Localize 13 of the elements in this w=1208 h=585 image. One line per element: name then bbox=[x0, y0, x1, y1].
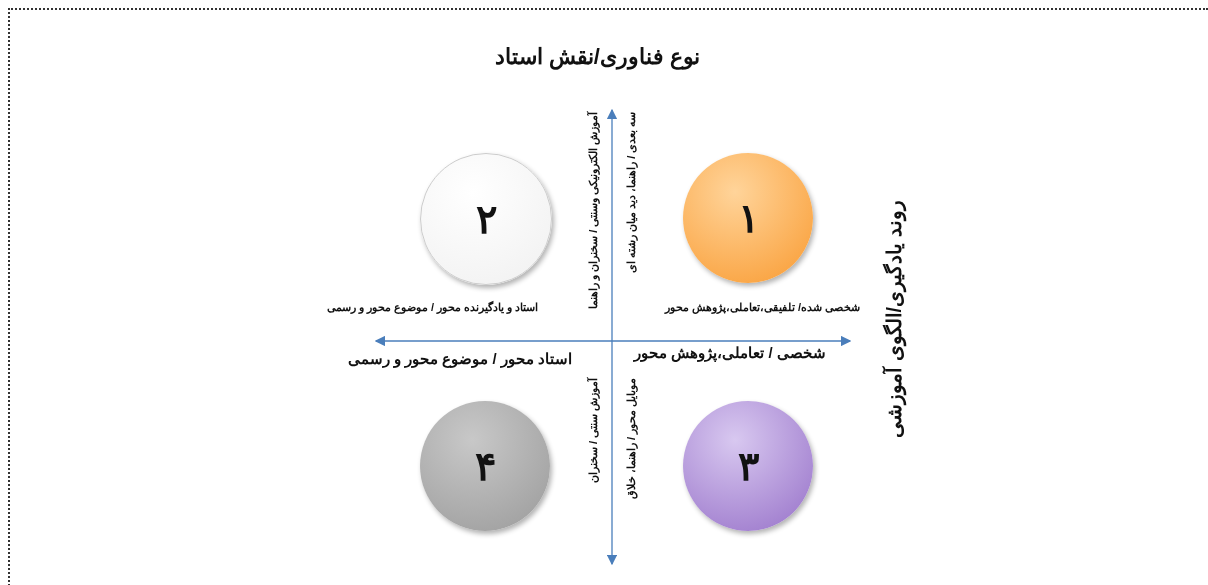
quadrant-number: ۳ bbox=[737, 443, 759, 489]
axis-label: استاد محور / موضوع محور و رسمی bbox=[346, 350, 574, 368]
quadrant-description: شخصی شده/ تلفیقی،تعاملی،پژوهش محور bbox=[663, 301, 862, 314]
quadrant-number: ۴ bbox=[474, 443, 496, 489]
quadrant-description: سه بعدی / راهنما، دید میان رشته ای bbox=[624, 112, 637, 276]
quadrant-description: استاد و یادگیرنده محور / موضوع محور و رسمی bbox=[325, 301, 540, 314]
axis-label: شخصی / تعاملی،پژوهش محور bbox=[632, 344, 827, 362]
quadrant-number: ۱ bbox=[737, 195, 759, 241]
quadrant-description: آموزش الکترونیکی وسنتی / سخنران و راهنما bbox=[586, 112, 599, 312]
quadrant-description: موبایل محور / راهنما، خلاق bbox=[624, 378, 637, 502]
quadrant-description: آموزش سنتی / سخنران bbox=[586, 378, 599, 486]
axis-title: روند یادگیری/الگوی آموزشی bbox=[882, 200, 906, 440]
quadrant-number: ۲ bbox=[475, 196, 497, 242]
